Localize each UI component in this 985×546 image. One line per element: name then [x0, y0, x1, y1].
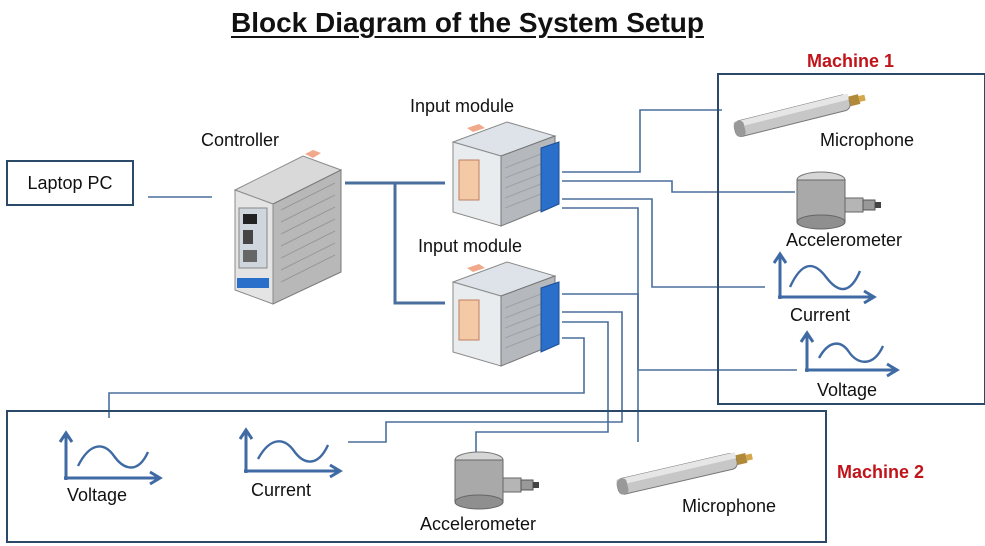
input-module-2-label: Input module — [418, 236, 523, 256]
machine-1-current-label: Current — [790, 305, 851, 325]
diagram-title: Block Diagram of the System Setup — [230, 7, 704, 38]
accelerometer-icon — [454, 451, 539, 510]
controller-label: Controller — [201, 130, 280, 150]
machine-1-voltage-label: Voltage — [817, 380, 878, 400]
current-waveform-icon — [772, 251, 877, 305]
machine-2-current-label: Current — [251, 480, 312, 500]
machine-1-accelerometer-label: Accelerometer — [786, 230, 903, 250]
voltage-waveform-icon — [58, 430, 163, 486]
machine-2-microphone-label: Microphone — [682, 496, 777, 516]
laptop-pc-box: Laptop PC — [6, 160, 134, 206]
microphone-icon — [733, 93, 866, 137]
input-module-2-icon — [451, 261, 560, 367]
current-waveform-icon — [238, 427, 343, 479]
voltage-waveform-icon — [799, 330, 900, 378]
machine-2-label: Machine 2 — [837, 462, 925, 482]
input-module-1-label: Input module — [410, 96, 515, 116]
machine-2-box — [6, 410, 827, 543]
laptop-pc-label: Laptop PC — [27, 172, 113, 193]
machine-1-microphone-label: Microphone — [820, 130, 915, 150]
machine-2-voltage-label: Voltage — [67, 485, 128, 505]
input-module-1-icon — [451, 121, 560, 227]
microphone-icon — [615, 452, 753, 495]
machine-2-accelerometer-label: Accelerometer — [420, 514, 537, 534]
machine-1-label: Machine 1 — [807, 51, 895, 71]
accelerometer-icon — [796, 171, 881, 230]
controller-device-icon — [233, 150, 343, 305]
